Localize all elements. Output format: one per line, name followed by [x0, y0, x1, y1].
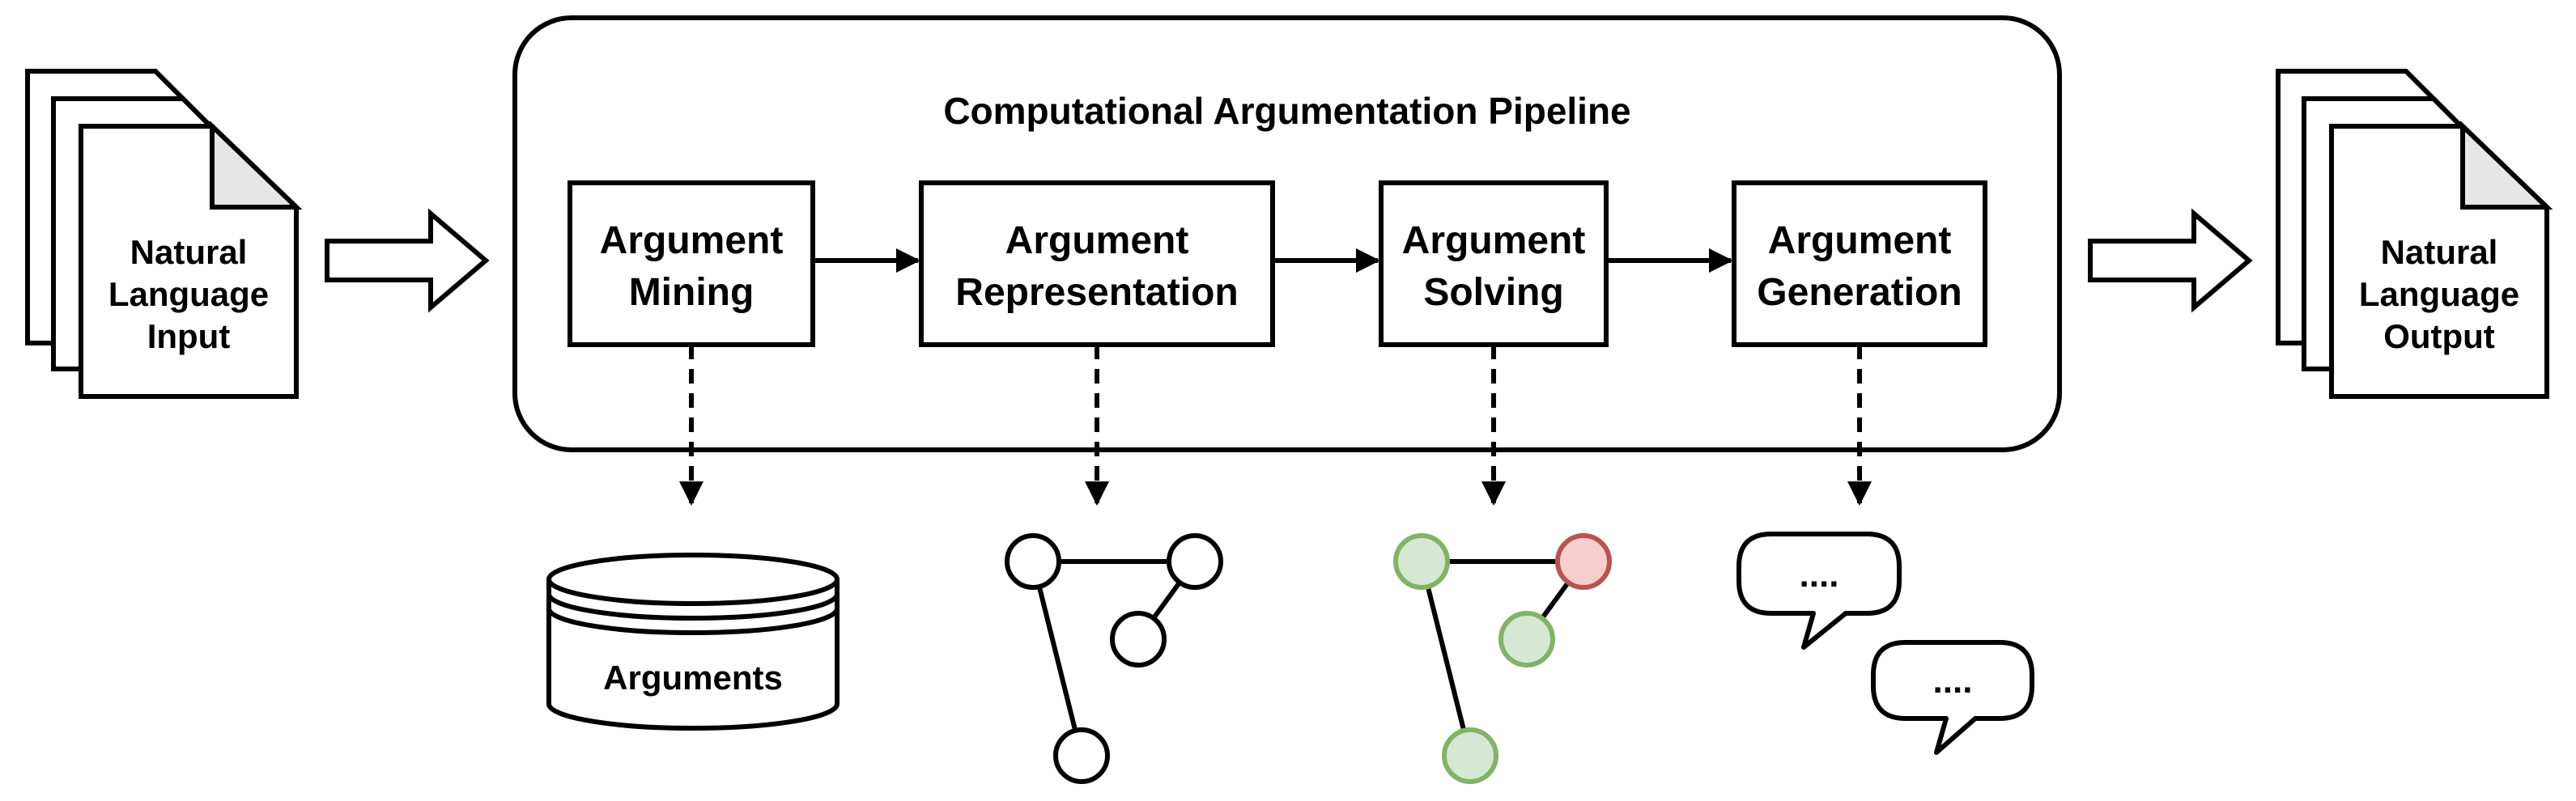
- database-top: [546, 553, 840, 606]
- input-document-label-line-2: Language: [108, 275, 269, 313]
- input-document-label-line-3: Input: [147, 317, 231, 355]
- output-document-fold-icon: [2460, 120, 2553, 210]
- solved-graph-node-accepted: [1393, 533, 1450, 590]
- stage-argument-mining: Argument Mining: [567, 180, 815, 347]
- speech-bubble-2-text: ....: [1933, 661, 1973, 701]
- speech-bubble-1-shape: [1736, 532, 1902, 650]
- stage-label-generation-line-1: Argument: [1768, 219, 1952, 262]
- speech-bubble-icon: ....: [1871, 640, 2034, 755]
- input-document-stack-icon: Natural Language Input: [25, 69, 303, 399]
- output-document-stack-icon: Natural Language Output: [2276, 69, 2553, 399]
- output-flow-arrow-icon: [2088, 208, 2253, 313]
- database-ring-1: [546, 593, 840, 621]
- graph-node: [1167, 533, 1223, 590]
- stage-box-mining: [567, 180, 815, 347]
- graph-edge: [1031, 561, 1084, 756]
- input-document-label-line-1: Natural: [130, 233, 248, 271]
- solved-argument-graph-icon: [1393, 533, 1612, 784]
- speech-bubble-1-text: ....: [1800, 555, 1839, 595]
- speech-bubble-icon: ....: [1736, 532, 1902, 650]
- stage-argument-solving: Argument Solving: [1379, 180, 1609, 347]
- graph-node: [1053, 727, 1110, 784]
- arguments-database-icon: Arguments: [546, 553, 840, 731]
- stage-label-solving-line-1: Argument: [1402, 219, 1586, 262]
- solved-graph-node-accepted: [1498, 611, 1555, 668]
- output-document-label-line-2: Language: [2359, 275, 2519, 313]
- stage-label-solving-line-2: Solving: [1423, 271, 1563, 314]
- database-label: Arguments: [603, 659, 783, 697]
- pipeline-title: Computational Argumentation Pipeline: [943, 90, 1630, 132]
- output-document-label-line-1: Natural: [2381, 233, 2498, 271]
- solved-graph-node-rejected: [1555, 533, 1612, 590]
- stage-box-generation: [1732, 180, 1987, 347]
- output-document-label-line-3: Output: [2383, 317, 2495, 355]
- input-flow-arrow-icon: [325, 208, 490, 313]
- input-document-fold-icon: [210, 120, 303, 210]
- solved-graph-edge: [1419, 561, 1473, 756]
- database-ring-2: [546, 608, 840, 635]
- stage-label-mining-line-1: Argument: [600, 219, 784, 262]
- pipeline-frame: [512, 15, 2062, 452]
- stage-label-representation-line-1: Argument: [1005, 219, 1189, 262]
- stage-label-generation-line-2: Generation: [1757, 271, 1962, 314]
- pipeline-container: Computational Argumentation Pipeline: [512, 15, 2062, 452]
- solved-graph-node-accepted: [1442, 727, 1498, 784]
- speech-bubble-2-shape: [1871, 640, 2034, 755]
- stage-label-representation-line-2: Representation: [955, 271, 1238, 314]
- argument-graph-icon: [1005, 533, 1223, 784]
- graph-node: [1005, 533, 1061, 590]
- graph-node: [1110, 611, 1167, 668]
- stage-label-mining-line-2: Mining: [629, 271, 755, 314]
- stage-argument-generation: Argument Generation: [1732, 180, 1987, 347]
- stage-box-solving: [1379, 180, 1609, 347]
- stage-box-representation: [919, 180, 1275, 347]
- stage-argument-representation: Argument Representation: [919, 180, 1275, 347]
